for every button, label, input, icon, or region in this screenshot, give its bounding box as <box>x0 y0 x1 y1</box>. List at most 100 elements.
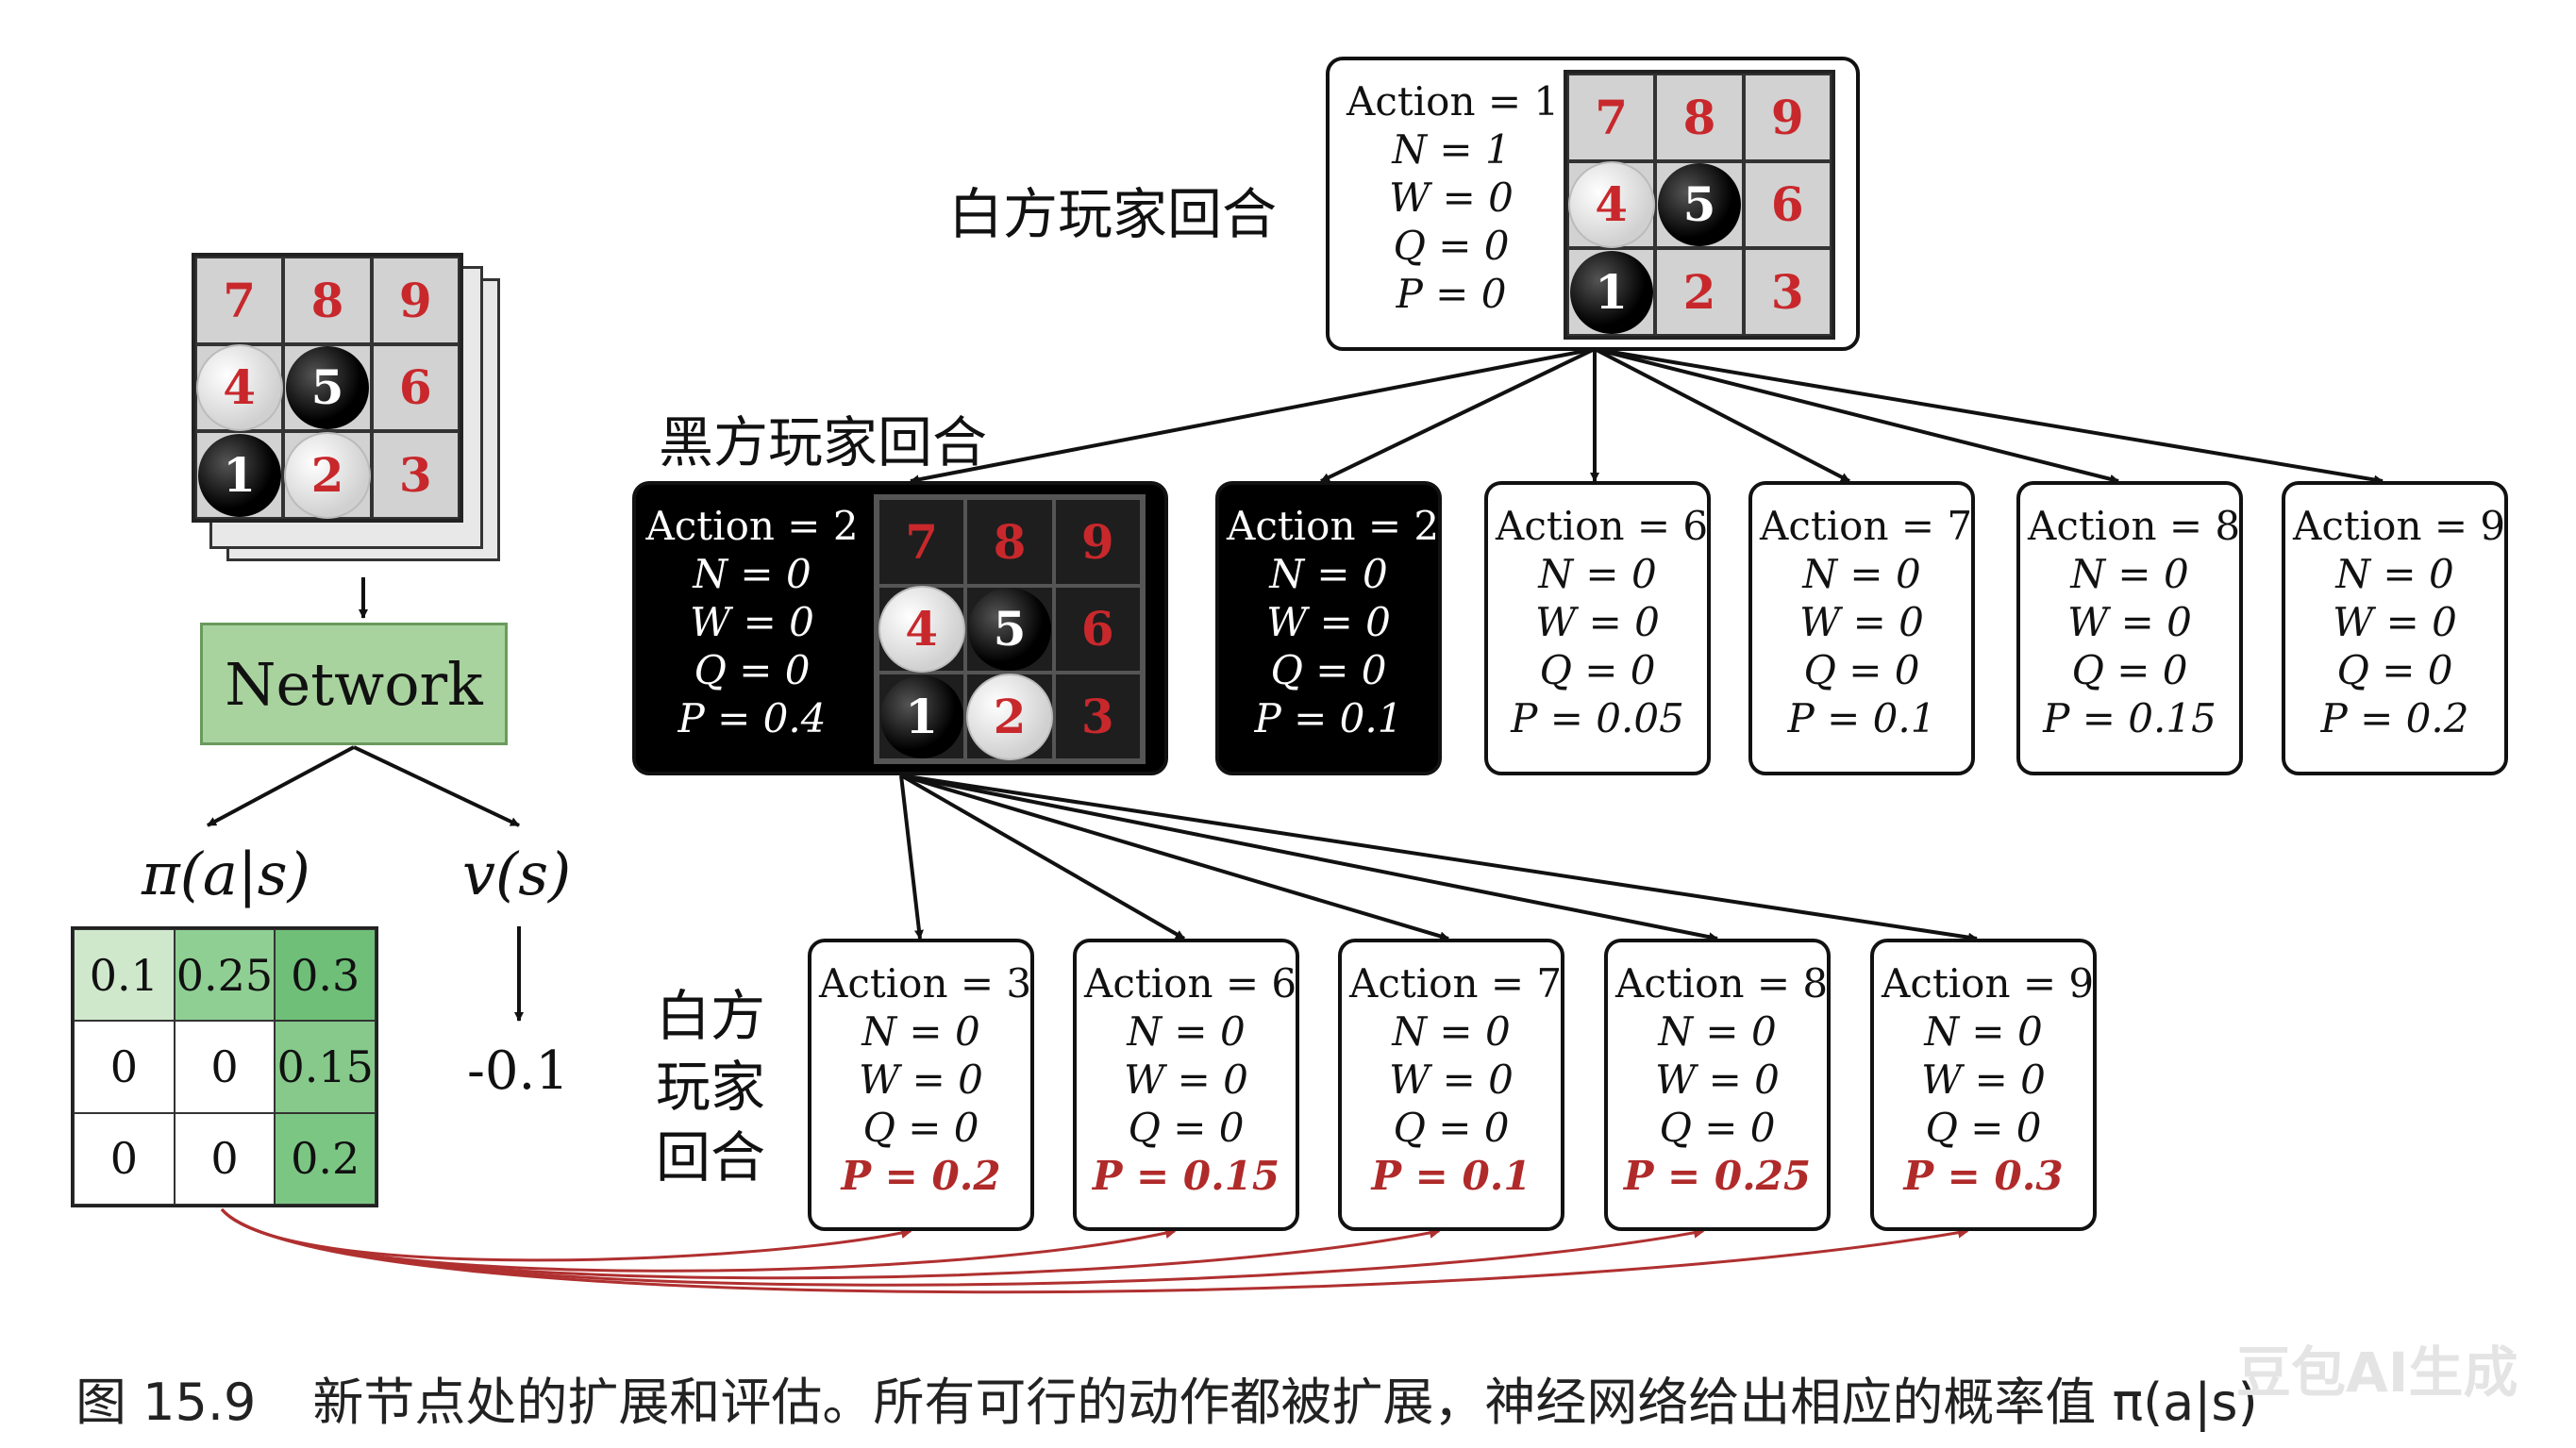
level1-node-w: W = 0 <box>1266 599 1391 645</box>
level2-node-q: Q = 0 <box>1925 1105 2042 1151</box>
level2-node-n: N = 0 <box>1127 1008 1246 1055</box>
board-cell: 2 <box>283 431 372 519</box>
board-cell: 6 <box>371 343 460 432</box>
policy-cell: 0.1 <box>74 929 175 1022</box>
level1-node-p: P = 0.15 <box>2043 695 2216 741</box>
value-label: v(s) <box>462 840 572 908</box>
level2-node-w: W = 0 <box>1655 1057 1780 1103</box>
policy-cell: 0.3 <box>275 929 376 1022</box>
network-label: Network <box>225 649 483 719</box>
black-stone: 5 <box>1657 162 1741 246</box>
level2-node-action: Action = 3 <box>819 960 1032 1007</box>
board-cell: 4 <box>1567 160 1656 249</box>
level2-node-n: N = 0 <box>1924 1008 2043 1055</box>
level2-node-q: Q = 0 <box>862 1105 979 1151</box>
level2-node-p: P = 0.15 <box>1092 1153 1280 1199</box>
level1-node-action: Action = 2 <box>1227 503 1440 549</box>
white-stone: 4 <box>195 343 283 431</box>
board-cell: 9 <box>371 257 460 344</box>
policy-cell: 0 <box>74 1021 175 1113</box>
level1-node-action: Action = 6 <box>1496 503 1709 549</box>
edge-a2-a9 <box>900 774 1978 942</box>
policy-cell: 0.25 <box>174 929 276 1022</box>
level1-node-n: N = 0 <box>2070 551 2189 597</box>
black-stone: 1 <box>879 674 963 758</box>
caption-figure-number: 图 15.9 <box>75 1373 257 1432</box>
level2-node-p: P = 0.3 <box>1903 1153 2064 1199</box>
level1-node-p: P = 0.2 <box>2320 695 2469 741</box>
black-stone: 1 <box>197 433 281 517</box>
level2-node-n: N = 0 <box>861 1008 980 1055</box>
board-cell: 1 <box>1567 248 1656 336</box>
board-cell: 5 <box>283 343 372 432</box>
board-cell: 4 <box>195 343 284 432</box>
level1-node-action: Action = 8 <box>2028 503 2241 549</box>
level2-node-p: P = 0.1 <box>1371 1153 1531 1199</box>
board-cell: 8 <box>283 257 372 344</box>
watermark: 豆包AI生成 <box>2236 1340 2518 1405</box>
black-turn-label: 黑方玩家回合 <box>659 410 988 474</box>
policy-label: π(a|s) <box>142 840 310 908</box>
level2-node-action: Action = 8 <box>1615 960 1829 1007</box>
black-stone: 5 <box>285 345 369 429</box>
level1-node-p: P = 0.4 <box>677 695 827 741</box>
board-cell: 1 <box>878 673 966 760</box>
level1-node-q: Q = 0 <box>2336 647 2453 693</box>
board-cell: 7 <box>195 257 284 344</box>
level1-node-n: N = 0 <box>1269 551 1388 597</box>
policy-cell: 0.2 <box>275 1112 376 1205</box>
board-cell: 6 <box>1053 585 1142 674</box>
network-block: Network <box>200 623 508 745</box>
board-cell: 6 <box>1743 160 1832 249</box>
edge-root-a7 <box>1594 347 1850 483</box>
level1-node-q: Q = 0 <box>1803 647 1920 693</box>
caption-text: 新节点处的扩展和评估。所有可行的动作都被扩展，神经网络给出相应的概率值 π(a|… <box>312 1373 2258 1432</box>
level1-node-w: W = 0 <box>2333 599 2457 645</box>
level1-node-n: N = 0 <box>1538 551 1657 597</box>
edge-root-a9 <box>1594 347 2384 485</box>
board-cell: 3 <box>1053 673 1142 760</box>
edge-root-a8 <box>1594 347 2119 484</box>
root-node-stats: Action = 1 N = 1 W = 0 Q = 0 P = 0 <box>1347 77 1560 318</box>
level2-node-n: N = 0 <box>1658 1008 1777 1055</box>
board-cell: 3 <box>1743 248 1832 336</box>
level2-node-w: W = 0 <box>1124 1057 1248 1103</box>
root-n: N = 1 <box>1392 126 1511 173</box>
level1-node-q: Q = 0 <box>2071 647 2188 693</box>
level1-node-action: Action = 7 <box>1760 503 1973 549</box>
board-cell: 7 <box>878 498 966 586</box>
white-stone: 4 <box>878 585 965 673</box>
edge-a2-a6 <box>900 774 1185 940</box>
level2-node-q: Q = 0 <box>1128 1105 1245 1151</box>
level1-node-p: P = 0.1 <box>1254 695 1403 741</box>
board-cell: 9 <box>1053 498 1142 586</box>
figure-caption: 图 15.9 新节点处的扩展和评估。所有可行的动作都被扩展，神经网络给出相应的概率… <box>75 1360 2258 1435</box>
edge-a2-a3 <box>899 774 924 940</box>
level1-node-w: W = 0 <box>2067 599 2192 645</box>
curve-to-a9 <box>220 1207 1969 1294</box>
level2-node-p: P = 0.25 <box>1623 1153 1812 1199</box>
white-turn-label: 白方玩家回合 <box>948 182 1278 246</box>
root-action: Action = 1 <box>1347 78 1560 125</box>
white-stone: 4 <box>1567 160 1655 248</box>
white-stone: 2 <box>965 673 1053 760</box>
tree-edges <box>207 347 2384 1022</box>
